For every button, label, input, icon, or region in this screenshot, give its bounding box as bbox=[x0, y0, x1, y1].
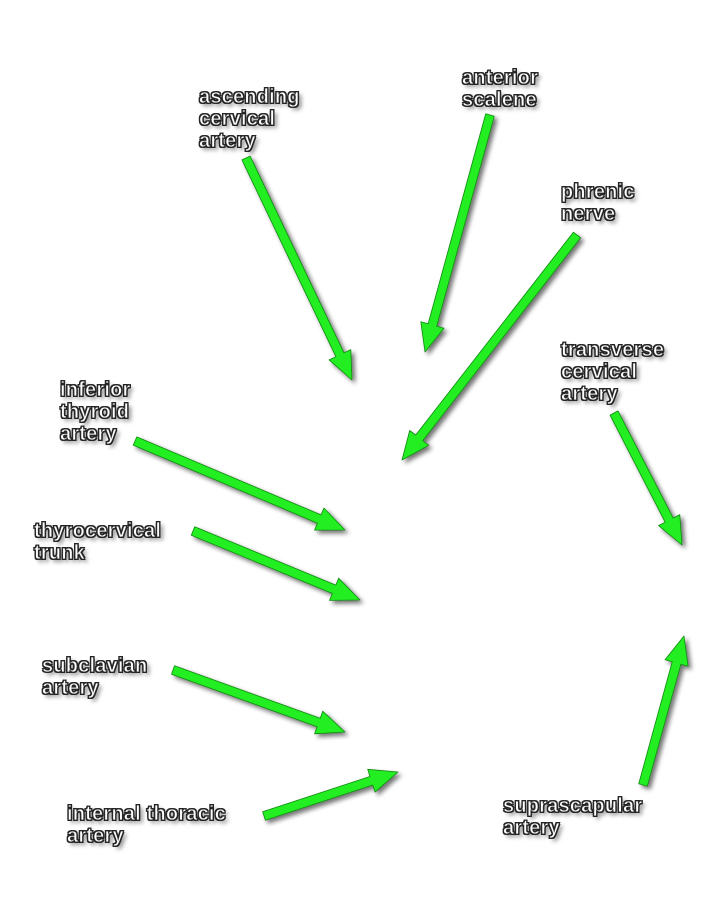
label-line: anterior bbox=[462, 67, 539, 90]
arrow-inferior-thyroid-artery bbox=[132, 436, 346, 531]
label-line: thyroid bbox=[60, 401, 130, 424]
label-line: inferior bbox=[60, 379, 131, 402]
arrow-subclavian-artery bbox=[171, 665, 346, 735]
arrow-internal-thoracic-artery bbox=[262, 768, 399, 821]
label-line: artery bbox=[67, 825, 124, 848]
label-line: cervical bbox=[561, 361, 638, 384]
arrow-thyrocervical-trunk bbox=[190, 526, 361, 601]
label-transverse-cervical-artery: transverse cervical artery bbox=[561, 339, 665, 406]
label-line: trunk bbox=[34, 542, 86, 565]
label-internal-thoracic-artery: internal thoracic artery bbox=[67, 803, 227, 848]
label-line: artery bbox=[561, 383, 618, 406]
arrow-transverse-cervical-artery bbox=[609, 410, 683, 546]
label-phrenic-nerve: phrenic nerve bbox=[561, 181, 635, 226]
label-inferior-thyroid-artery: inferior thyroid artery bbox=[60, 379, 131, 446]
label-subclavian-artery: subclavian artery bbox=[42, 655, 148, 700]
label-line: artery bbox=[60, 423, 117, 446]
label-line: artery bbox=[42, 677, 99, 700]
arrow-phrenic-nerve bbox=[401, 231, 581, 461]
label-line: suprascapular bbox=[503, 795, 643, 818]
label-line: scalene bbox=[462, 89, 537, 112]
label-anterior-scalene: anterior scalene bbox=[462, 67, 539, 112]
label-line: artery bbox=[199, 130, 256, 153]
label-line: cervical bbox=[199, 108, 276, 131]
label-line: internal thoracic bbox=[67, 803, 227, 826]
label-suprascapular-artery: suprascapular artery bbox=[503, 795, 643, 840]
label-line: artery bbox=[503, 817, 560, 840]
label-ascending-cervical-artery: ascending cervical artery bbox=[199, 86, 300, 153]
label-line: thyrocervical bbox=[34, 520, 162, 543]
arrow-ascending-cervical-artery bbox=[241, 155, 353, 381]
arrow-suprascapular-artery bbox=[638, 635, 689, 787]
label-line: ascending bbox=[199, 86, 300, 109]
arrow-group bbox=[132, 113, 689, 821]
label-thyrocervical-trunk: thyrocervical trunk bbox=[34, 520, 162, 565]
label-line: transverse bbox=[561, 339, 665, 362]
label-line: phrenic bbox=[561, 181, 635, 204]
label-line: nerve bbox=[561, 203, 616, 226]
label-line: subclavian bbox=[42, 655, 148, 678]
arrow-anterior-scalene bbox=[420, 113, 495, 353]
